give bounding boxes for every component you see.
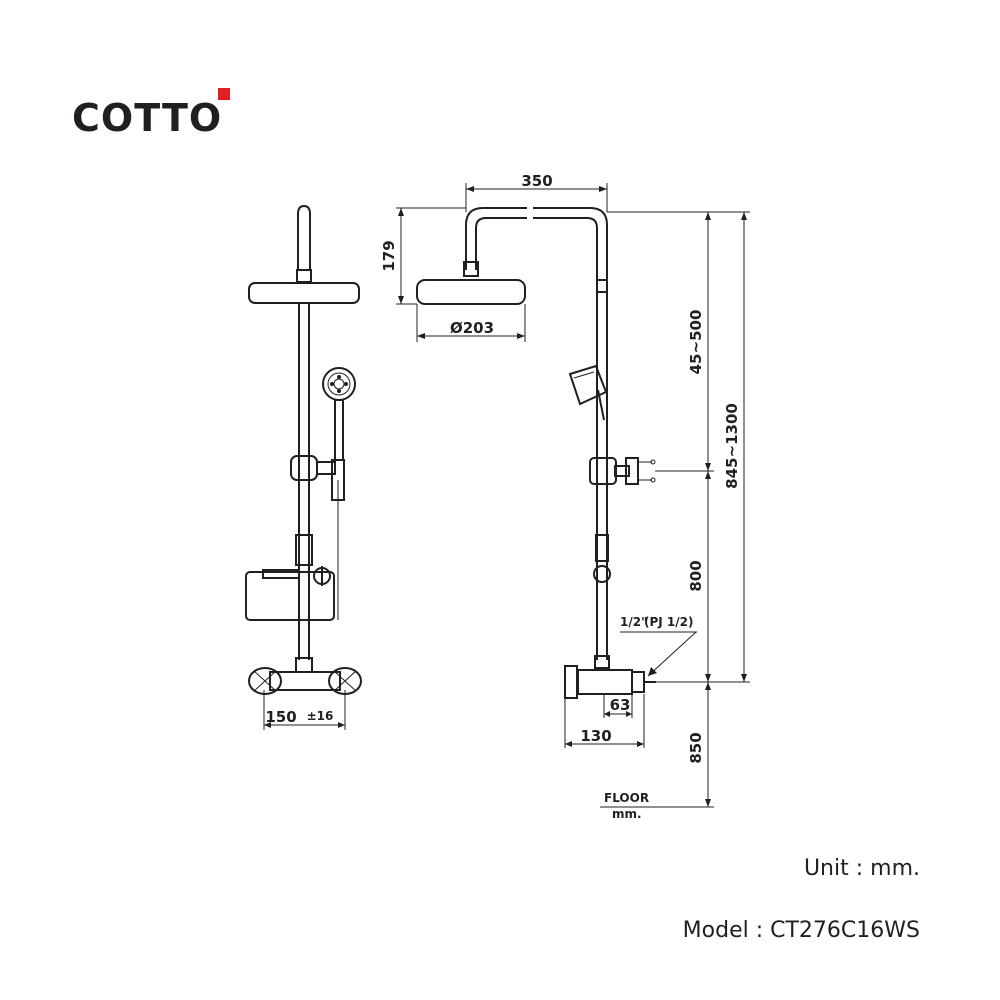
side-view <box>416 207 697 699</box>
front-shelf-knob <box>262 566 331 586</box>
dim-head-drop-value: 179 <box>380 240 398 271</box>
dim-valve-depth <box>603 694 633 718</box>
dim-total-height-value: 845~1300 <box>723 403 741 489</box>
dim-floor-height-value: 850 <box>687 732 705 763</box>
thread-leader <box>647 631 697 677</box>
side-arm-inner-right <box>533 217 598 280</box>
dim-vertical-lines <box>600 211 750 808</box>
side-riser-joint <box>596 279 608 293</box>
brand-name: COTTO <box>72 96 223 140</box>
side-shelf-knob <box>593 565 611 583</box>
dim-center-distance-value: 150 <box>265 708 296 726</box>
floor-unit-label: mm. <box>612 807 642 821</box>
thread-fraction: 1/2" <box>620 615 647 629</box>
side-slider <box>589 457 656 485</box>
front-mixer <box>248 667 362 695</box>
front-hand-shower <box>322 367 356 461</box>
front-slider <box>290 455 345 620</box>
brand-accent-square <box>218 88 230 100</box>
dim-head-diameter-value: Ø203 <box>450 319 494 337</box>
dim-head-diameter <box>416 304 526 342</box>
front-head-nut <box>296 269 312 283</box>
side-mixer-nut <box>594 655 610 669</box>
thread-leader-arrow <box>648 667 657 676</box>
side-collar <box>595 534 609 562</box>
front-view <box>245 204 362 730</box>
side-arm-outer-left <box>465 207 527 270</box>
side-arm-inner-left <box>475 217 527 270</box>
front-top-pipe <box>297 204 311 271</box>
dim-mid-height-value: 800 <box>687 560 705 591</box>
unit-label: Unit : mm. <box>803 856 920 881</box>
front-rain-head <box>248 282 360 304</box>
side-head-nut <box>463 261 479 277</box>
dim-upper-adjust-value: 45~500 <box>687 310 705 375</box>
front-mixer-neck <box>295 657 313 673</box>
dim-center-tolerance: ±16 <box>307 709 334 723</box>
dim-valve-depth-value: 63 <box>610 696 631 714</box>
front-shelf <box>245 571 335 621</box>
model-label: Model : CT276C16WS <box>682 918 920 943</box>
dim-pipe-width <box>465 183 608 212</box>
front-collar <box>295 534 313 566</box>
floor-label: FLOOR <box>604 791 649 805</box>
side-mixer <box>564 665 656 699</box>
side-rain-head <box>416 279 526 305</box>
thread-label: (PJ 1/2) <box>644 615 694 629</box>
side-hand-shower <box>568 364 608 421</box>
side-arm-outer-right <box>533 207 608 280</box>
dim-pipe-width-value: 350 <box>521 172 552 190</box>
dim-valve-projection-value: 130 <box>580 727 611 745</box>
dim-center-distance <box>263 690 346 730</box>
dim-valve-projection <box>564 694 645 748</box>
dim-head-drop <box>396 207 466 305</box>
